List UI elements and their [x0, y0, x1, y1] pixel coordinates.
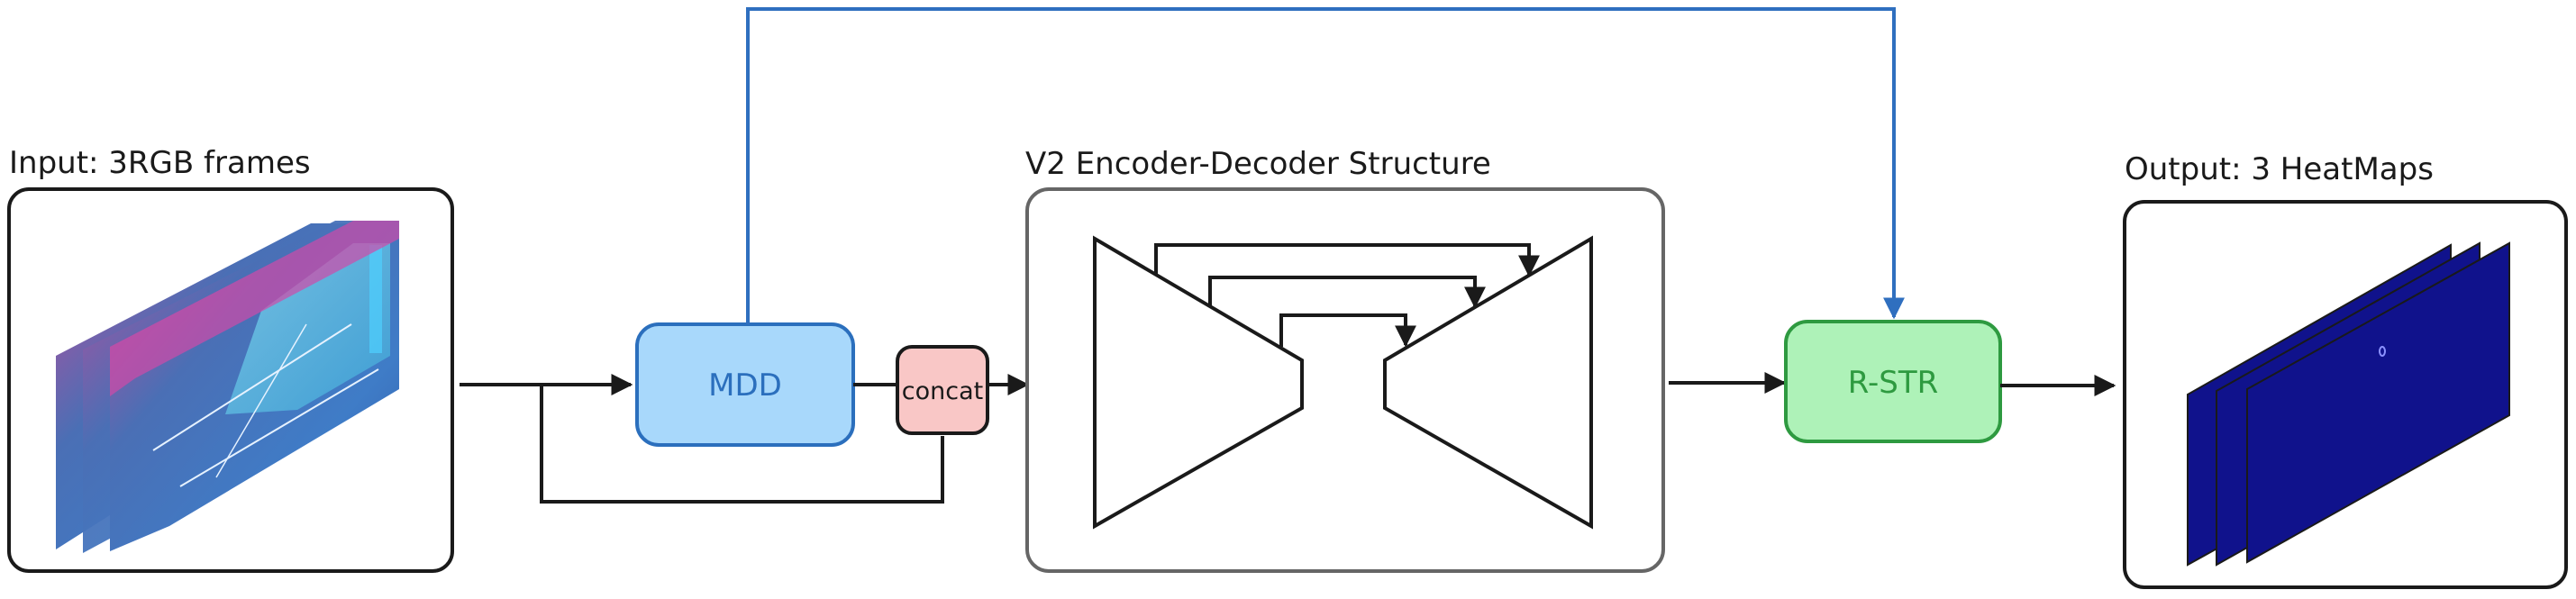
encoder-title: V2 Encoder-Decoder Structure [1025, 146, 1491, 182]
decoder-trapezoid [1383, 235, 1593, 530]
concat-label: concat [902, 377, 983, 405]
input-title: Input: 3RGB frames [9, 145, 311, 181]
mdd-label: MDD [708, 368, 782, 404]
heatmap-3 [2246, 241, 2510, 564]
output-title: Output: 3 HeatMaps [2125, 151, 2434, 187]
mdd-block: MDD [635, 322, 855, 447]
encoder-trapezoid [1093, 235, 1304, 530]
rstr-label: R-STR [1848, 365, 1939, 401]
encoder-skip-outer [1154, 243, 1540, 277]
rstr-block: R-STR [1784, 320, 2002, 443]
bypass-connector-to-concat [540, 385, 944, 504]
encoder-skip-inner [1279, 313, 1416, 348]
skip-connection-mdd-to-rstr [746, 7, 1905, 324]
heatmap-hotspot [2379, 346, 2386, 357]
encoder-decoder-hourglass-icon [1093, 235, 1593, 530]
encoder-skip-middle [1208, 276, 1486, 309]
input-frame-3 [110, 221, 399, 551]
heatmap-stack-icon [2187, 241, 2510, 567]
input-frame-stack-icon [56, 221, 399, 553]
concat-block: concat [896, 345, 989, 435]
